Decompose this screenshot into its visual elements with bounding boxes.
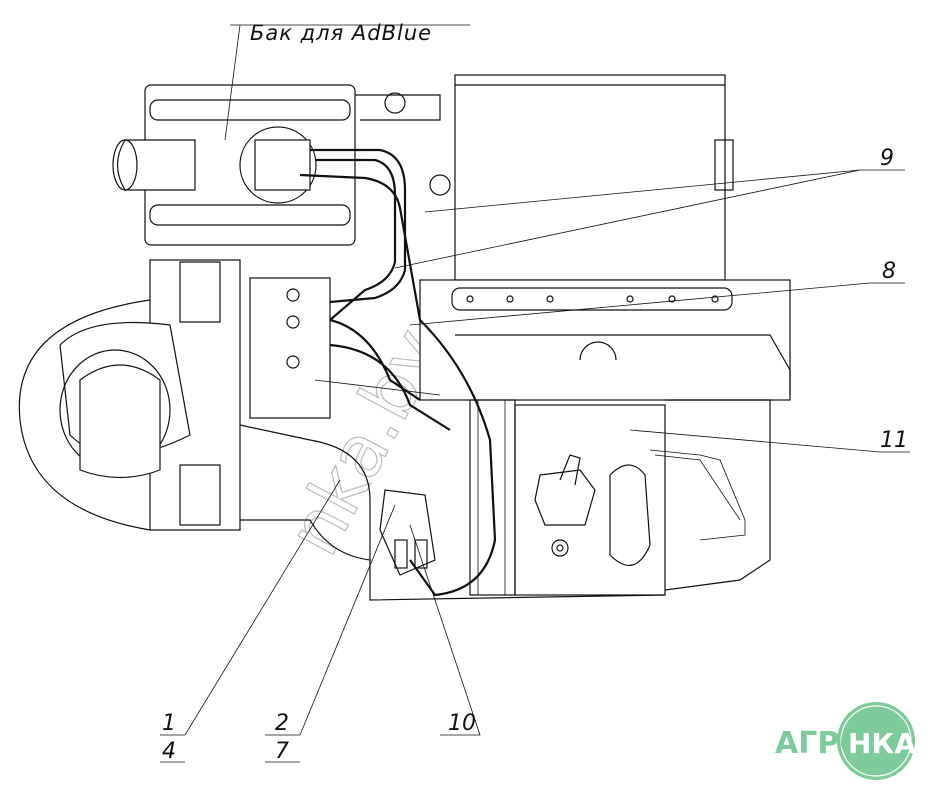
callout-11: 11 <box>880 428 908 453</box>
hoses <box>299 148 497 597</box>
callout-2: 2 <box>275 711 289 736</box>
dosing-module <box>249 277 331 419</box>
callout-8: 8 <box>882 259 896 284</box>
callout-1: 1 <box>162 711 176 736</box>
leader-lines <box>160 24 910 763</box>
exhaust-housing <box>18 259 371 561</box>
agronka-logo: АГРО НКА <box>775 702 916 780</box>
callout-9: 9 <box>880 146 894 171</box>
callout-4: 4 <box>162 739 176 764</box>
callout-10: 10 <box>448 711 476 736</box>
svg-text:АГРО: АГРО <box>775 726 865 761</box>
engine-block <box>369 74 791 601</box>
adblue-tank <box>112 84 451 246</box>
svg-text:НКА: НКА <box>848 727 916 760</box>
dosing-valve <box>379 489 436 576</box>
tank-title: Бак для AdBlue <box>250 21 432 45</box>
callout-7: 7 <box>275 739 289 764</box>
